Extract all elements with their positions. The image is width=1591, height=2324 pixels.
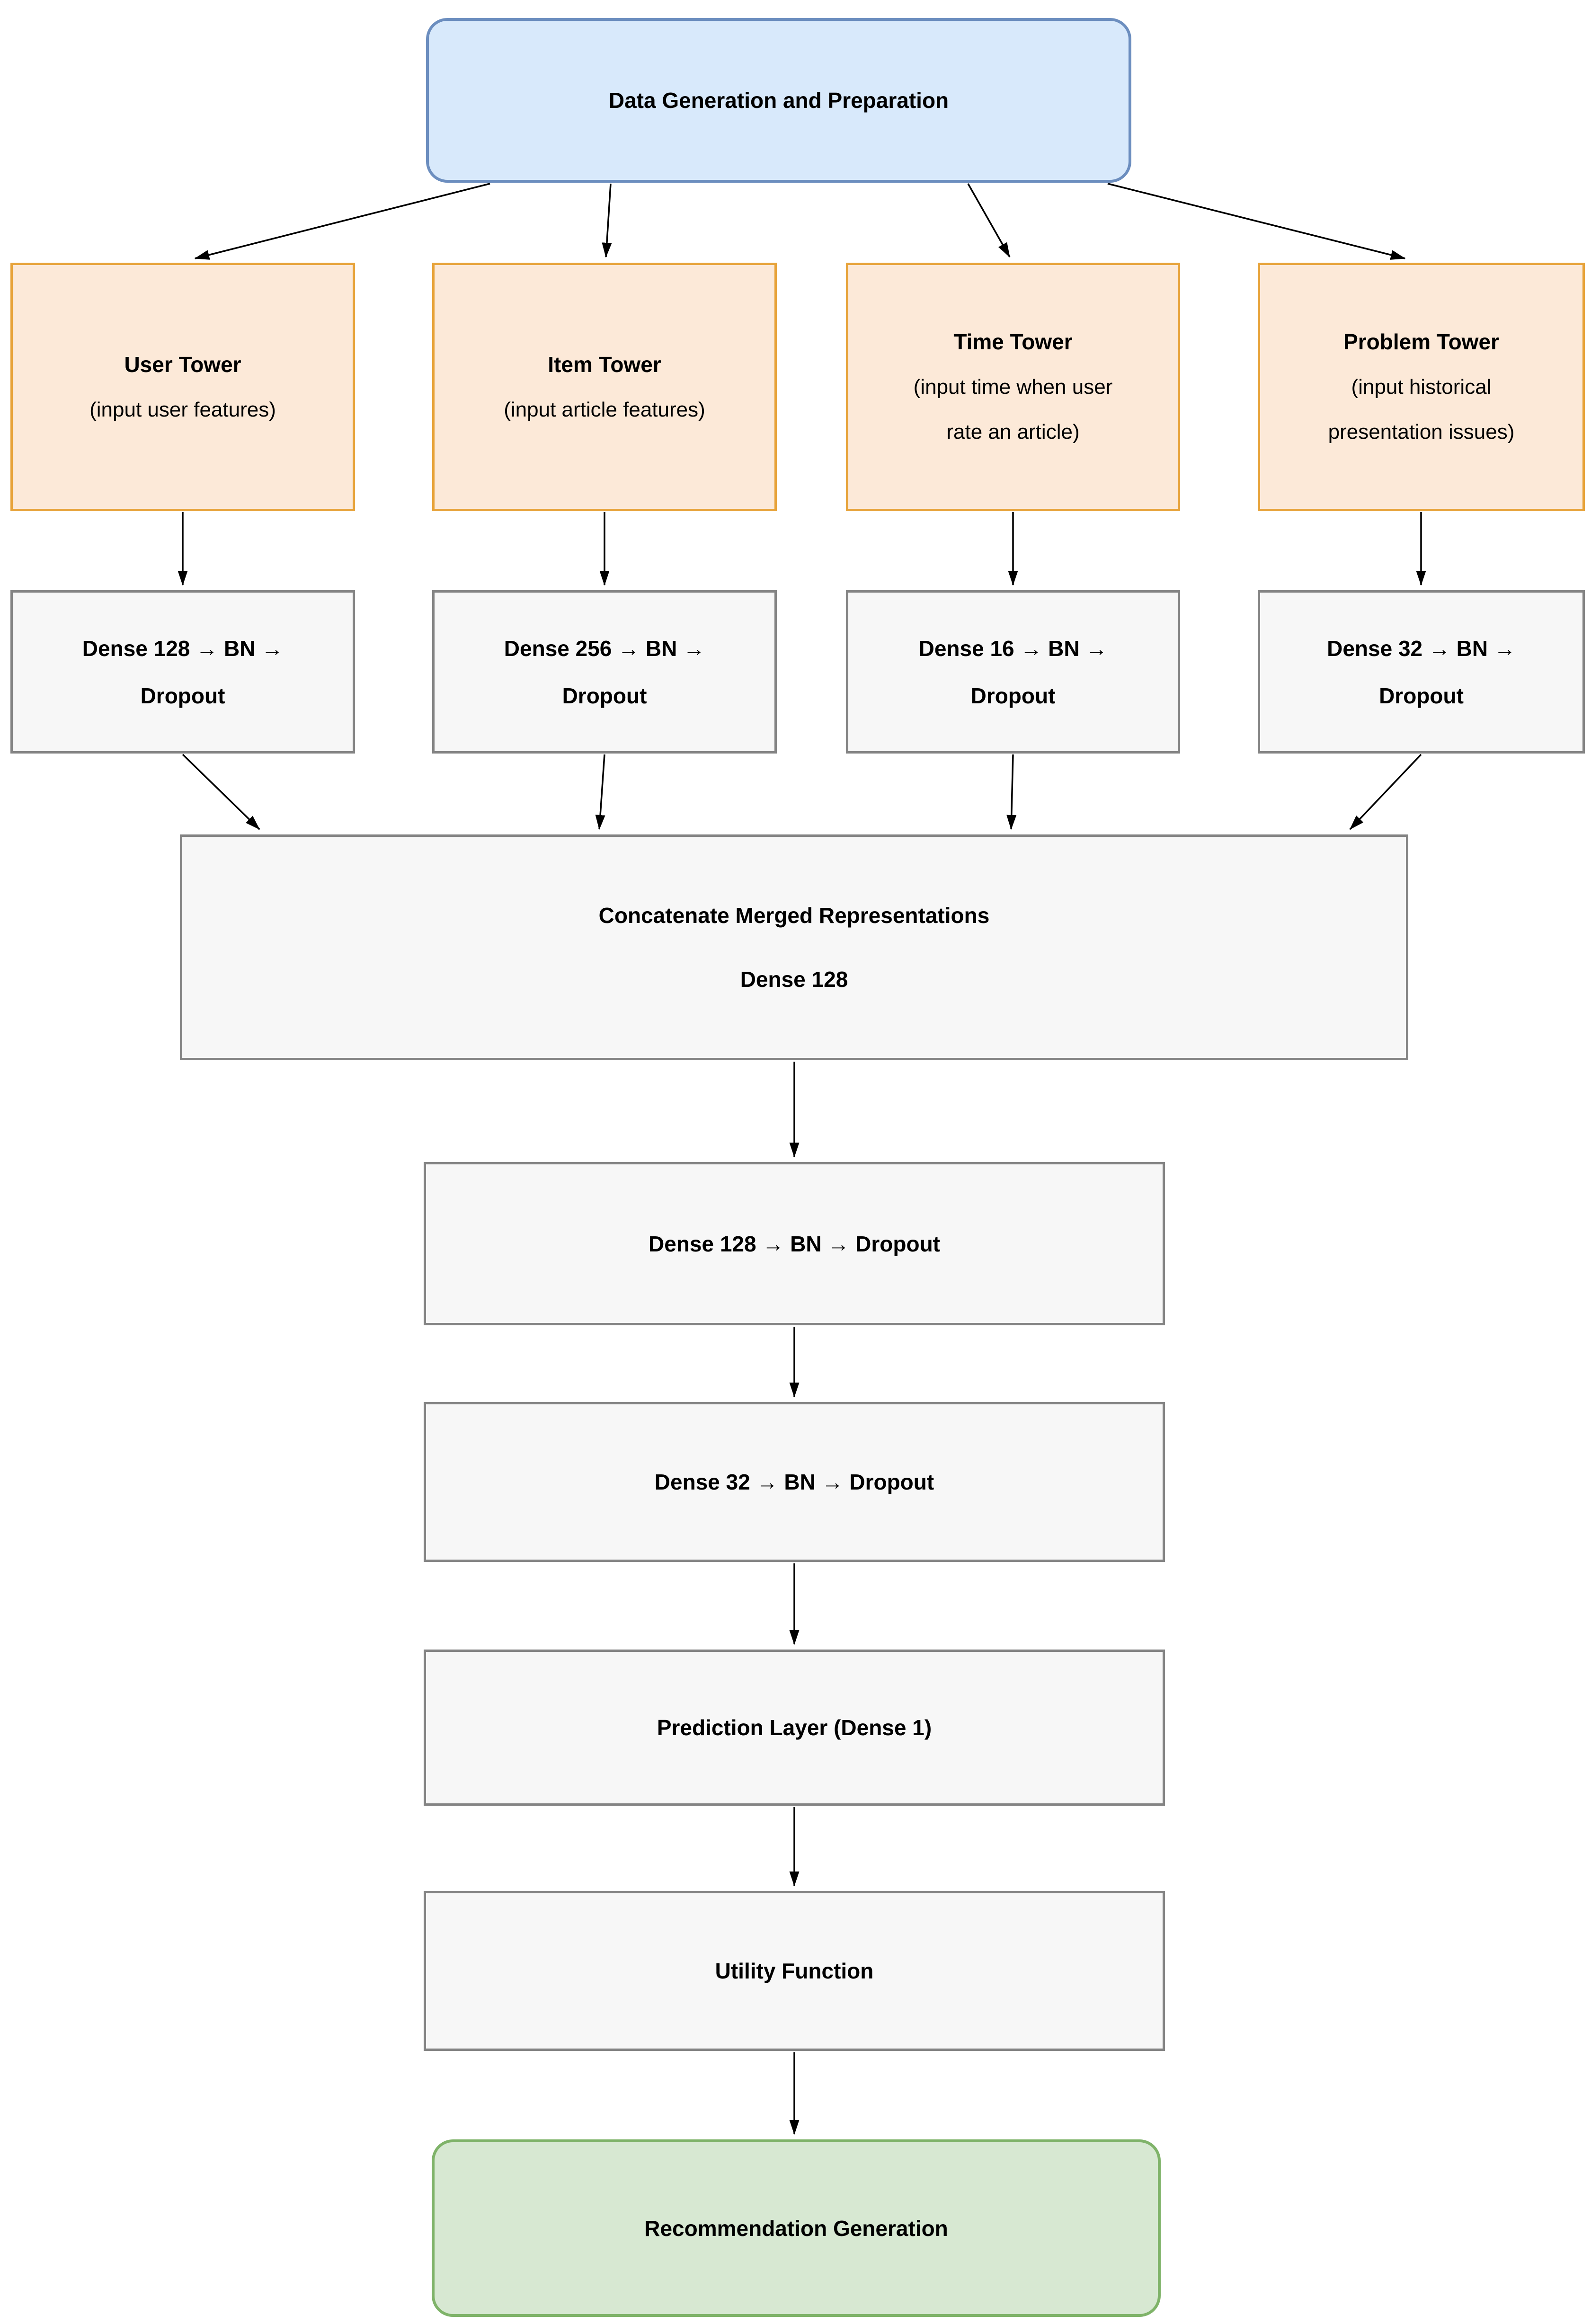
- node-concatenate-merged-representations: Concatenate Merged Representations Dense…: [180, 834, 1408, 1060]
- node-title: User Tower: [124, 352, 241, 377]
- node-dense-32-bn-dropout: Dense 32 → BN → Dropout: [424, 1402, 1165, 1562]
- node-subtitle: presentation issues): [1328, 420, 1515, 444]
- node-title: Item Tower: [548, 352, 661, 377]
- node-label: Dense 128 → BN →: [82, 636, 284, 661]
- node-recommendation-generation: Recommendation Generation: [432, 2139, 1161, 2317]
- node-item-encoder-dense-256: Dense 256 → BN → Dropout: [432, 590, 777, 754]
- node-title: Problem Tower: [1343, 329, 1499, 354]
- node-dense-128-bn-dropout: Dense 128 → BN → Dropout: [424, 1162, 1165, 1325]
- node-subtitle: (input time when user: [913, 375, 1113, 399]
- node-label: Utility Function: [715, 1959, 874, 1983]
- node-label: Recommendation Generation: [644, 2216, 948, 2241]
- node-label: Dense 32 → BN →: [1327, 636, 1516, 661]
- node-title: Time Tower: [953, 329, 1073, 354]
- node-subtitle: (input user features): [89, 398, 276, 421]
- arrow-encoder2-to-concat: [595, 754, 605, 830]
- node-label: Dense 32 → BN → Dropout: [654, 1470, 934, 1494]
- node-time-encoder-dense-16: Dense 16 → BN → Dropout: [846, 590, 1180, 754]
- node-user-encoder-dense-128: Dense 128 → BN → Dropout: [10, 590, 355, 754]
- node-label: Data Generation and Preparation: [608, 88, 949, 113]
- node-label: Concatenate Merged Representations: [598, 903, 990, 928]
- arrow-encoder4-to-concat: [1349, 754, 1422, 830]
- node-label: Dropout: [1379, 683, 1464, 708]
- node-label: Dense 256 → BN →: [504, 636, 705, 661]
- node-utility-function: Utility Function: [424, 1891, 1165, 2051]
- node-subtitle: (input article features): [504, 398, 705, 421]
- node-label: Dense 16 → BN →: [918, 636, 1108, 661]
- node-user-tower: User Tower (input user features): [10, 263, 355, 511]
- arrow-encoder1-to-concat: [182, 754, 260, 830]
- node-item-tower: Item Tower (input article features): [432, 263, 777, 511]
- node-label: Dropout: [970, 683, 1056, 708]
- node-data-generation-and-preparation: Data Generation and Preparation: [426, 18, 1131, 183]
- node-label: Dense 128 → BN → Dropout: [649, 1231, 940, 1256]
- node-label: Dropout: [140, 683, 225, 708]
- node-subtitle: rate an article): [946, 420, 1080, 444]
- node-prediction-layer: Prediction Layer (Dense 1): [424, 1650, 1165, 1806]
- arrow-start-to-user-tower: [194, 183, 490, 260]
- node-subtitle: (input historical: [1351, 375, 1492, 399]
- arrow-start-to-item-tower: [602, 183, 612, 258]
- arrow-start-to-time-tower: [967, 183, 1011, 258]
- arrow-encoder3-to-concat: [1006, 754, 1017, 830]
- node-label: Prediction Layer (Dense 1): [657, 1715, 932, 1740]
- node-problem-tower: Problem Tower (input historical presenta…: [1258, 263, 1585, 511]
- node-problem-encoder-dense-32: Dense 32 → BN → Dropout: [1258, 590, 1585, 754]
- node-label: Dropout: [562, 683, 647, 708]
- arrow-start-to-problem-tower: [1107, 183, 1406, 260]
- node-time-tower: Time Tower (input time when user rate an…: [846, 263, 1180, 511]
- node-label: Dense 128: [740, 967, 848, 992]
